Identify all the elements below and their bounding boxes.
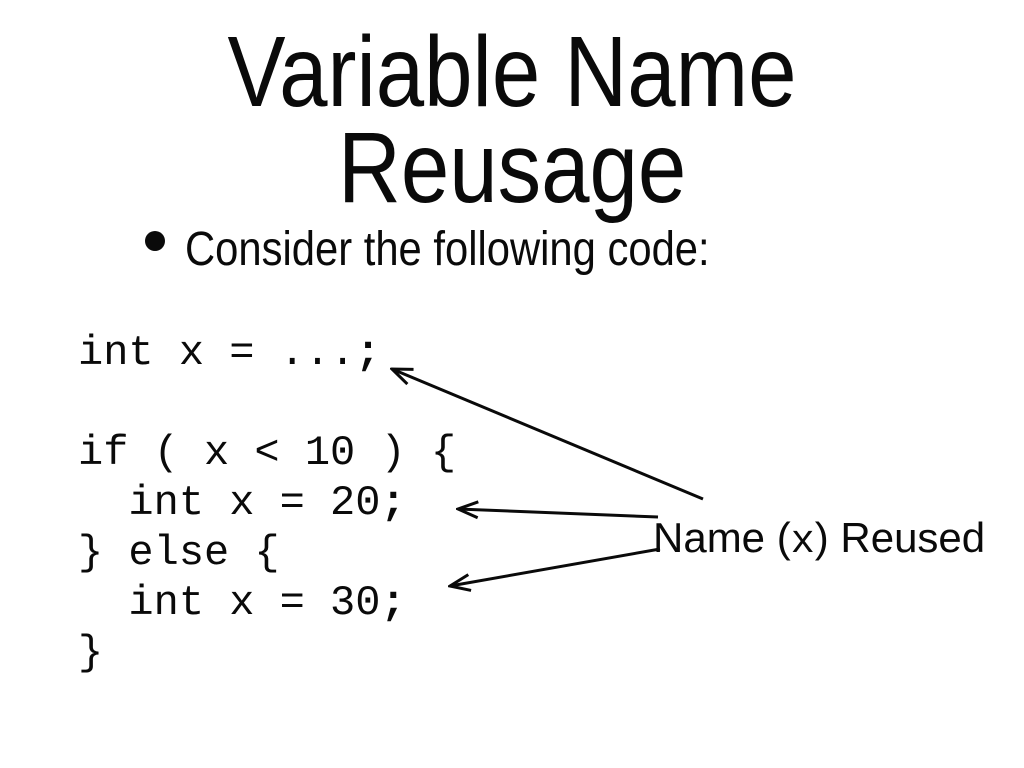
code-line-semicolon: ; (355, 329, 381, 377)
arrow-to-else-branch-declaration (450, 547, 661, 586)
annotation-label: Name (x) Reused (653, 514, 985, 567)
code-block: int x = ...;if ( x < 10 ) { int x = 20;}… (78, 328, 456, 678)
code-line: int x = 20; (78, 478, 456, 528)
arrow-to-if-branch-declaration (458, 509, 659, 517)
code-line-semicolon: ; (380, 479, 406, 527)
title-line-2: Reusage (0, 112, 1024, 224)
code-line-text: int x = 20 (78, 479, 381, 527)
code-line-text: int x = 30 (78, 579, 381, 627)
bullet-text: Consider the following code: (185, 223, 710, 276)
code-line-text: int x = ... (78, 329, 356, 377)
bullet-icon (145, 231, 165, 251)
code-line: int x = 30; (78, 578, 456, 628)
title-line-2-text: Reusage (337, 112, 687, 224)
slide-title: Variable Name Reusage (0, 16, 1024, 224)
code-line: int x = ...; (78, 328, 456, 378)
title-line-1: Variable Name (0, 16, 1024, 128)
annotation-text-after: ) Reused (814, 514, 986, 561)
annotation-variable: x (790, 520, 815, 565)
code-line-text: if ( x < 10 ) { (78, 429, 457, 477)
title-line-1-text: Variable Name (227, 16, 797, 128)
code-line-text: } (78, 629, 104, 677)
code-line (78, 378, 456, 428)
code-line: if ( x < 10 ) { (78, 428, 456, 478)
code-line-semicolon: ; (380, 579, 406, 627)
annotation-text-before: Name ( (653, 514, 791, 561)
code-line: } (78, 628, 456, 678)
bullet-item: Consider the following code: (145, 222, 788, 278)
code-line: } else { (78, 528, 456, 578)
code-line-text: } else { (78, 529, 280, 577)
